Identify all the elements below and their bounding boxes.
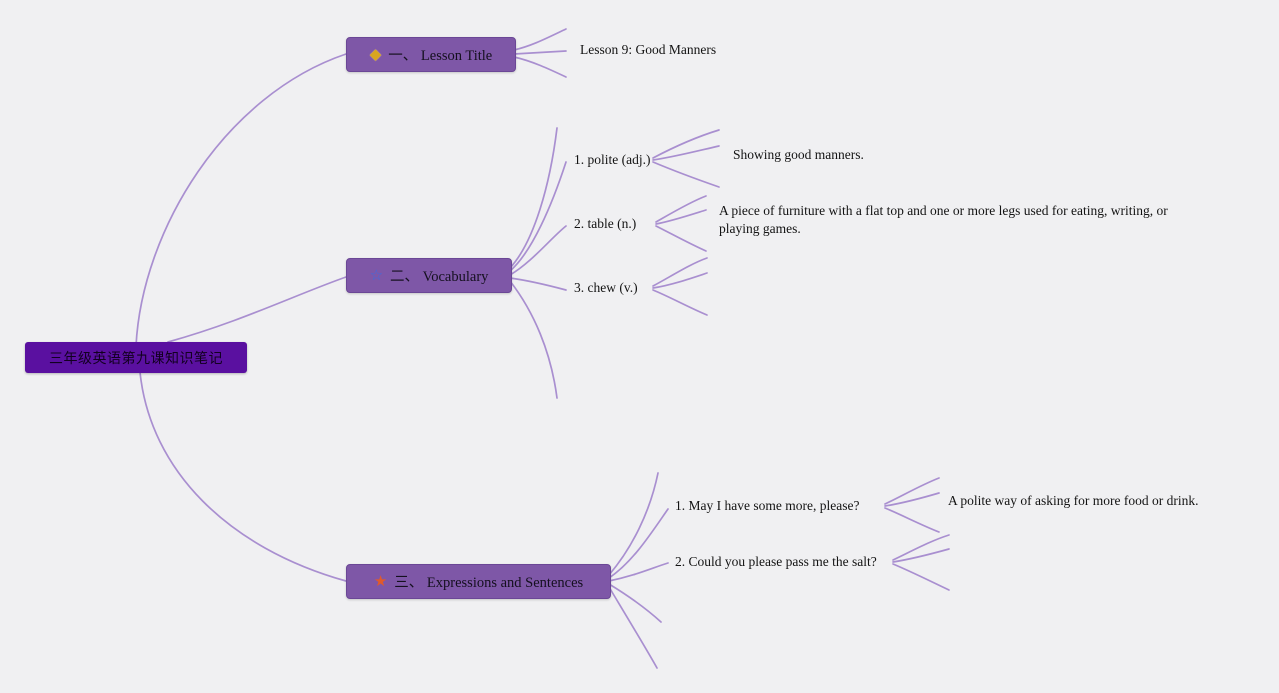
leaf-polite-definition[interactable]: Showing good manners. xyxy=(733,147,864,162)
blue-star-icon: ☆ xyxy=(369,266,384,284)
leaf-polite[interactable]: 1. polite (adj.) xyxy=(574,152,651,167)
leaf-lesson9-good-manners[interactable]: Lesson 9: Good Manners xyxy=(580,42,717,57)
leaf-chew[interactable]: 3. chew (v.) xyxy=(574,280,638,295)
branch-node-lesson-title[interactable]: ◆ 一、 Lesson Title xyxy=(346,37,516,72)
leaf-may-i-definition[interactable]: A polite way of asking for more food or … xyxy=(948,493,1199,508)
orange-star-icon: ★ xyxy=(373,572,388,590)
branch-label: 二、 Vocabulary xyxy=(390,269,489,285)
leaf-table[interactable]: 2. table (n.) xyxy=(574,216,637,231)
branch-node-vocabulary[interactable]: ☆ 二、 Vocabulary xyxy=(346,258,512,293)
branch-label: 一、 Lesson Title xyxy=(388,48,493,64)
root-node[interactable]: 三年级英语第九课知识笔记 xyxy=(25,342,247,373)
leaf-pass-the-salt[interactable]: 2. Could you please pass me the salt? xyxy=(675,554,877,569)
branch-label: 三、 Expressions and Sentences xyxy=(394,575,584,591)
leaf-may-i-have-some-more[interactable]: 1. May I have some more, please? xyxy=(675,498,860,513)
branch-node-expressions[interactable]: ★ 三、 Expressions and Sentences xyxy=(346,564,611,599)
gem-icon: ◆ xyxy=(369,45,382,63)
leaf-table-definition[interactable]: A piece of furniture with a flat top and… xyxy=(719,203,1168,236)
